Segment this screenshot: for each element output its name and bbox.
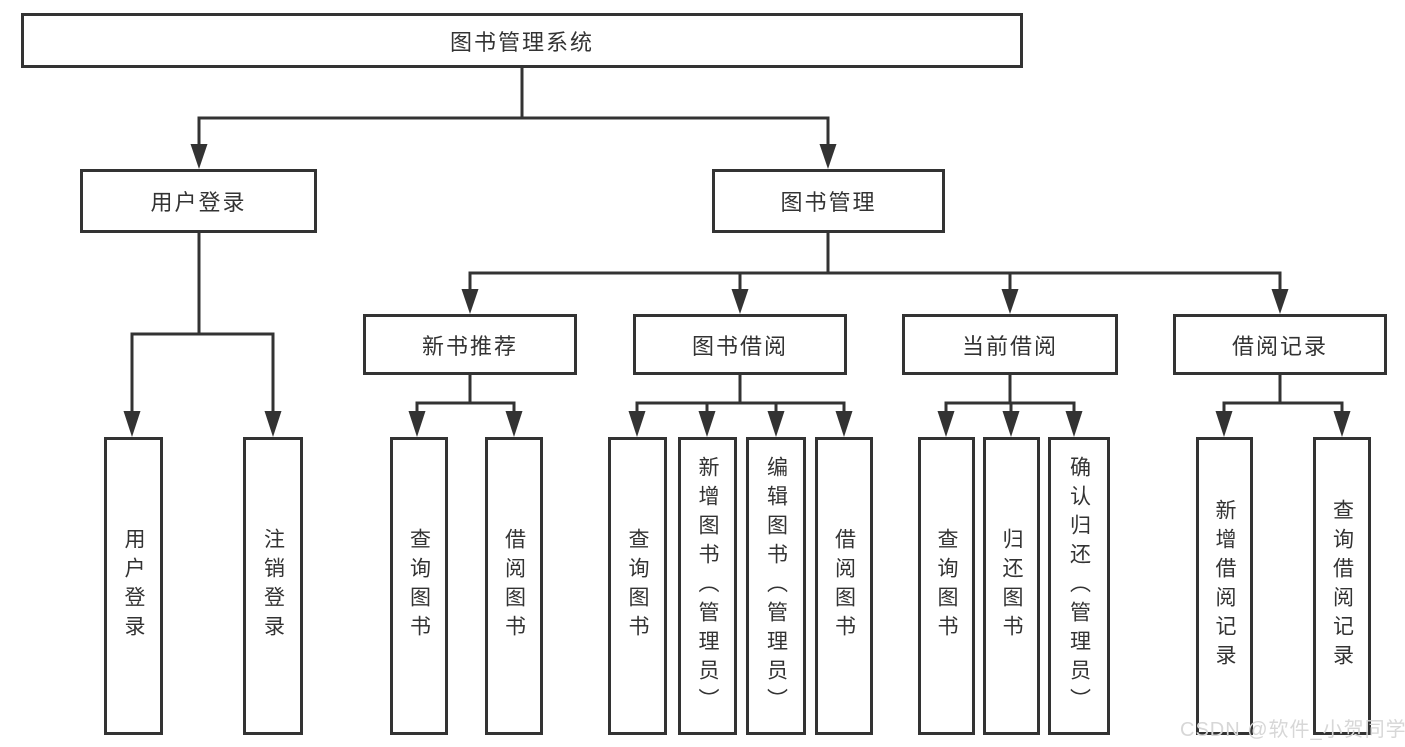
node-new-book-recommendation: 新书推荐 <box>363 314 577 375</box>
node-add-borrow-record: 新增借阅记录 <box>1196 437 1253 735</box>
node-label: 新增借阅记录 <box>1213 499 1236 673</box>
node-library-management-system: 图书管理系统 <box>21 13 1023 68</box>
node-query-borrow-record: 查询借阅记录 <box>1313 437 1371 735</box>
node-label: 借阅图书 <box>502 528 526 644</box>
node-query-books-current: 查询图书 <box>918 437 975 735</box>
node-add-book-admin: 新增图书（管理员） <box>678 437 737 735</box>
node-label: 图书管理系统 <box>449 29 594 55</box>
node-label: 图书管理 <box>780 190 877 215</box>
csdn-watermark: CSDN @软件_小贺同学 <box>1180 719 1405 741</box>
node-borrow-books-recommend: 借阅图书 <box>485 437 543 735</box>
node-query-books-borrowing: 查询图书 <box>608 437 667 735</box>
node-user-login-group: 用户登录 <box>80 169 317 233</box>
node-edit-book-admin: 编辑图书（管理员） <box>746 437 806 735</box>
node-label: 新书推荐 <box>421 333 518 359</box>
node-label: 借阅图书 <box>832 528 856 644</box>
node-label: 编辑图书（管理员） <box>764 455 788 717</box>
node-confirm-return-admin: 确认归还（管理员） <box>1048 437 1110 735</box>
node-book-borrowing: 图书借阅 <box>633 314 847 375</box>
node-label: 查询图书 <box>407 528 431 644</box>
node-user-login: 用户登录 <box>104 437 163 735</box>
node-label: 用户登录 <box>150 190 247 215</box>
node-return-book: 归还图书 <box>983 437 1040 735</box>
node-query-books-recommend: 查询图书 <box>390 437 448 735</box>
node-label: 借阅记录 <box>1231 333 1328 359</box>
node-book-management: 图书管理 <box>712 169 945 233</box>
node-logout: 注销登录 <box>243 437 303 735</box>
node-label: 注销登录 <box>261 528 285 644</box>
node-label: 图书借阅 <box>691 333 788 359</box>
node-borrow-books: 借阅图书 <box>815 437 873 735</box>
node-label: 查询图书 <box>935 528 958 644</box>
node-label: 查询借阅记录 <box>1330 499 1354 673</box>
node-label: 用户登录 <box>122 528 145 644</box>
node-label: 查询图书 <box>626 528 649 644</box>
node-label: 归还图书 <box>1000 528 1023 644</box>
node-current-borrowing: 当前借阅 <box>902 314 1118 375</box>
node-borrowing-records: 借阅记录 <box>1173 314 1387 375</box>
node-label: 确认归还（管理员） <box>1067 455 1091 717</box>
node-label: 新增图书（管理员） <box>696 455 719 717</box>
node-label: 当前借阅 <box>961 333 1058 359</box>
